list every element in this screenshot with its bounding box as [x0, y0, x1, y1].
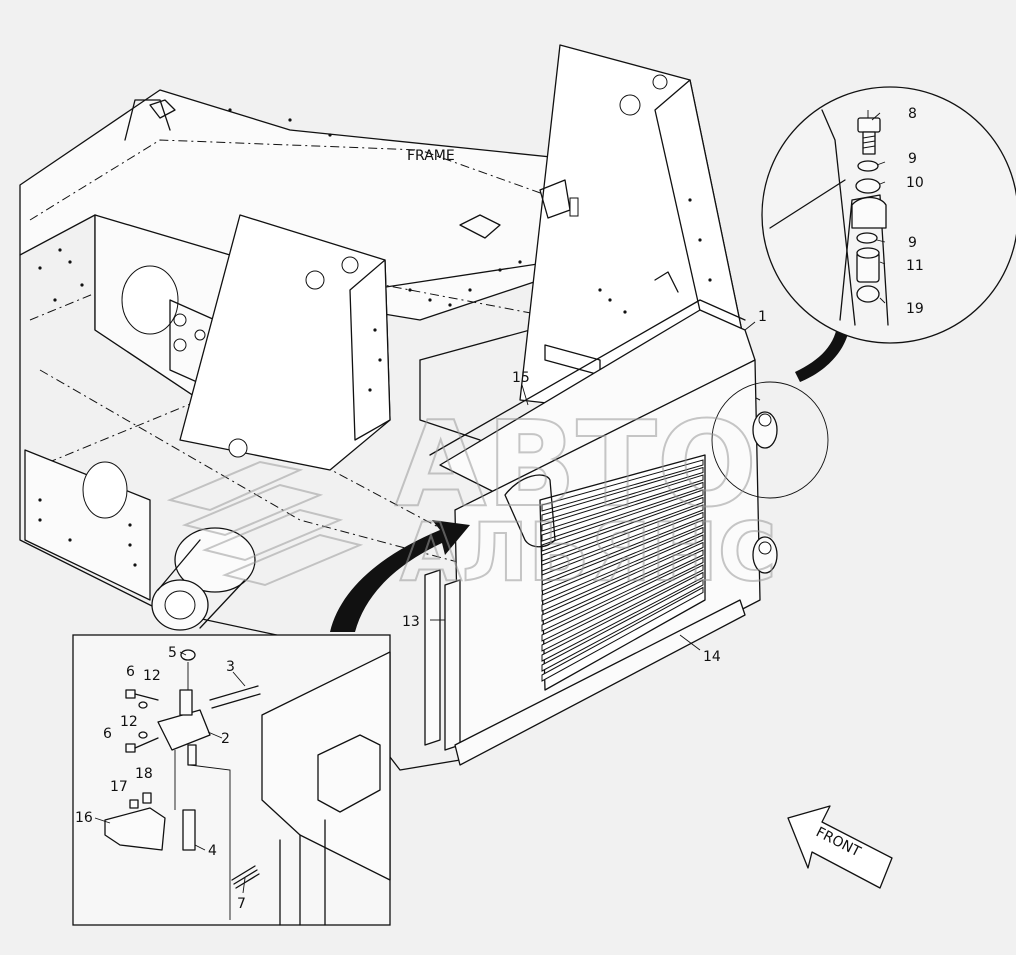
callout-arrow-lower: [330, 520, 470, 632]
grille-slat: [541, 496, 704, 562]
part-label-16: 16: [75, 810, 93, 826]
grille-slat: [541, 489, 704, 552]
grille-slats: [541, 459, 704, 682]
part-label-9b: 9: [908, 235, 917, 251]
part-label-12a: 12: [143, 668, 161, 684]
grille-slat: [541, 571, 704, 662]
frame-assembly: [19, 44, 761, 771]
watermark-line-2: АЛЬЯНС: [400, 506, 777, 599]
part-label-11: 11: [906, 258, 924, 274]
part-label-6a: 6: [126, 664, 135, 680]
grille-slat: [541, 466, 704, 522]
grille-slat: [541, 549, 704, 632]
part-label-12b: 12: [120, 714, 138, 730]
part-label-9a: 9: [908, 151, 917, 167]
part-label-8: 8: [908, 106, 917, 122]
part-label-3: 3: [226, 659, 235, 675]
grille-slat: [541, 511, 704, 582]
grille-slat: [541, 579, 704, 672]
watermark-logo-icon: [166, 460, 364, 587]
part-label-19: 19: [906, 301, 924, 317]
part-label-6b: 6: [103, 726, 112, 742]
grille-slat: [541, 534, 704, 612]
grille-slat: [541, 586, 704, 682]
part-label-14: 14: [703, 649, 721, 665]
part-number-labels: 1 2 3 4 5 6 6 7 8 9 9 10 11 12 12 13 14 …: [75, 106, 924, 912]
screen-assembly: [424, 299, 829, 766]
part-label-2: 2: [221, 731, 230, 747]
watermark: АВТО АЛЬЯНС: [166, 394, 778, 600]
grille-slat: [541, 556, 704, 642]
part-label-1: 1: [758, 309, 767, 325]
grille-slat: [541, 459, 704, 512]
part-label-10: 10: [906, 175, 924, 191]
part-label-17: 17: [110, 779, 128, 795]
rivet-dots: [38, 108, 712, 567]
part-label-5: 5: [168, 645, 177, 661]
grille-slat: [541, 541, 704, 622]
grille-slat: [541, 526, 704, 602]
fastener-detail-view: [761, 86, 1016, 344]
leader-lines: [94, 112, 886, 894]
front-direction-arrow: [787, 805, 893, 889]
frame-label: FRAME: [407, 148, 455, 164]
grille-slat: [541, 481, 704, 542]
part-label-7: 7: [237, 896, 246, 912]
grille-slat: [541, 474, 704, 532]
latch-detail-inset: [72, 634, 391, 926]
part-label-15: 15: [512, 370, 530, 386]
watermark-line-1: АВТО: [395, 395, 757, 533]
grille-slat: [541, 519, 704, 592]
grille-slat: [541, 564, 704, 652]
part-label-18: 18: [135, 766, 153, 782]
grille-slat: [541, 504, 704, 572]
part-label-13: 13: [402, 614, 420, 630]
part-label-4: 4: [208, 843, 217, 859]
